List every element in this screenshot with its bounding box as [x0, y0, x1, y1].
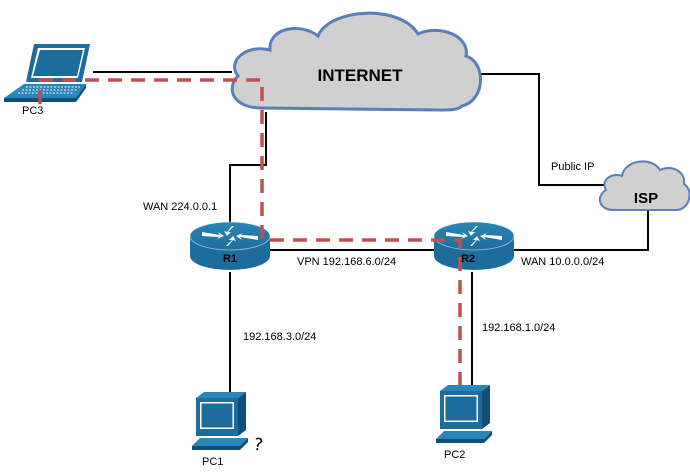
- internet-cloud-icon: [230, 11, 482, 112]
- laptop-icon: [4, 44, 90, 102]
- r2-lan-label: 192.168.1.0/24: [482, 322, 555, 334]
- desktop-pc-icon: [436, 385, 492, 443]
- r2-wan-label: WAN 10.0.0.0/24: [521, 256, 604, 268]
- internet-cloud[interactable]: INTERNET: [230, 11, 482, 112]
- host-label: PC3: [22, 105, 43, 117]
- router-label: R1: [223, 253, 237, 265]
- vpn-subnet-label: VPN 192.168.6.0/24: [297, 256, 396, 268]
- unknown-status-icon: ?: [252, 435, 264, 456]
- isp-cloud-icon: [598, 160, 690, 211]
- link-internet-isp: [478, 73, 605, 186]
- r1-wan-label: WAN 224.0.0.1: [143, 201, 217, 213]
- router-r2[interactable]: R2: [433, 221, 515, 270]
- vpn-traffic-path: [38, 78, 462, 385]
- host-pc2[interactable]: PC2: [436, 385, 492, 461]
- desktop-pc-icon: [192, 392, 248, 450]
- public-ip-label: Public IP: [551, 161, 594, 173]
- host-pc1[interactable]: ? PC1: [192, 392, 264, 468]
- physical-links: [93, 71, 649, 392]
- link-r2-isp: [508, 210, 649, 251]
- isp-cloud[interactable]: ISP: [598, 160, 690, 211]
- link-internet-r1: [229, 112, 267, 222]
- host-label: PC2: [444, 449, 465, 461]
- r1-lan-label: 192.168.3.0/24: [243, 331, 316, 343]
- router-icon: [433, 221, 515, 270]
- host-pc3[interactable]: PC3: [4, 44, 90, 117]
- host-label: PC1: [202, 456, 223, 468]
- router-r1[interactable]: R1: [189, 221, 271, 270]
- router-label: R2: [461, 253, 475, 265]
- internet-label: INTERNET: [318, 66, 404, 85]
- isp-label: ISP: [634, 190, 658, 207]
- router-icon: [189, 221, 271, 270]
